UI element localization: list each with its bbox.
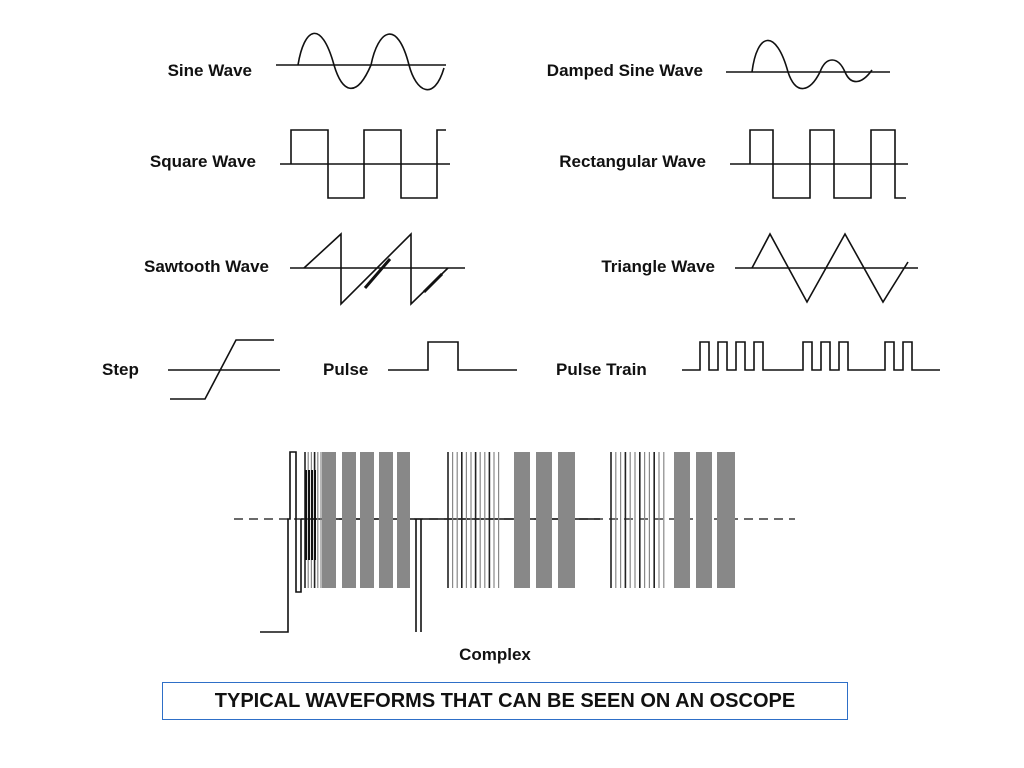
complex-burst-block — [558, 452, 575, 588]
sawtooth-curve — [303, 232, 449, 306]
pulse-plot — [388, 341, 517, 371]
rectangular-curve — [749, 129, 906, 199]
damped-sine-wave-plot — [726, 39, 890, 90]
sine-curve — [297, 32, 445, 91]
pulse-train-curve — [682, 341, 940, 371]
complex-burst-block — [717, 452, 735, 588]
complex-bursts — [304, 452, 735, 588]
sawtooth-wave-plot — [290, 232, 465, 306]
rectangular-wave-plot — [730, 129, 908, 199]
square-curve — [290, 129, 446, 199]
complex-burst-block — [342, 452, 356, 588]
triangle-wave-plot — [735, 232, 918, 304]
complex-burst-block — [514, 452, 530, 588]
square-wave-plot — [280, 129, 450, 199]
triangle-wave-label: Triangle Wave — [601, 257, 715, 276]
complex-burst-block — [360, 452, 374, 588]
complex-waveform-plot — [234, 451, 795, 633]
complex-burst-block — [674, 452, 690, 588]
caption-text: TYPICAL WAVEFORMS THAT CAN BE SEEN ON AN… — [214, 689, 796, 712]
rectangular-wave-label: Rectangular Wave — [559, 152, 706, 171]
complex-burst-block — [536, 452, 552, 588]
triangle-curve — [751, 232, 909, 304]
sawtooth-heavy-segment-1 — [363, 258, 392, 289]
sine-wave-label: Sine Wave — [168, 61, 252, 80]
damped-sine-wave-label: Damped Sine Wave — [547, 61, 703, 80]
complex-burst-block — [322, 452, 336, 588]
complex-left-pulse — [260, 451, 302, 633]
damped-sine-curve — [751, 39, 873, 90]
pulse-train-label: Pulse Train — [556, 360, 647, 379]
pulse-curve — [388, 341, 517, 371]
step-label: Step — [102, 360, 139, 379]
square-wave-label: Square Wave — [150, 152, 256, 171]
sawtooth-wave-label: Sawtooth Wave — [144, 257, 269, 276]
sine-wave-plot — [276, 32, 446, 91]
complex-label: Complex — [459, 645, 531, 664]
pulse-train-plot — [682, 341, 940, 371]
complex-burst-block — [379, 452, 393, 588]
complex-burst-block — [696, 452, 712, 588]
step-plot — [168, 339, 280, 400]
step-curve — [170, 339, 274, 400]
pulse-label: Pulse — [323, 360, 368, 379]
complex-burst-block — [397, 452, 410, 588]
sawtooth-heavy-segment-2 — [422, 272, 444, 294]
caption-box: TYPICAL WAVEFORMS THAT CAN BE SEEN ON AN… — [162, 682, 848, 720]
